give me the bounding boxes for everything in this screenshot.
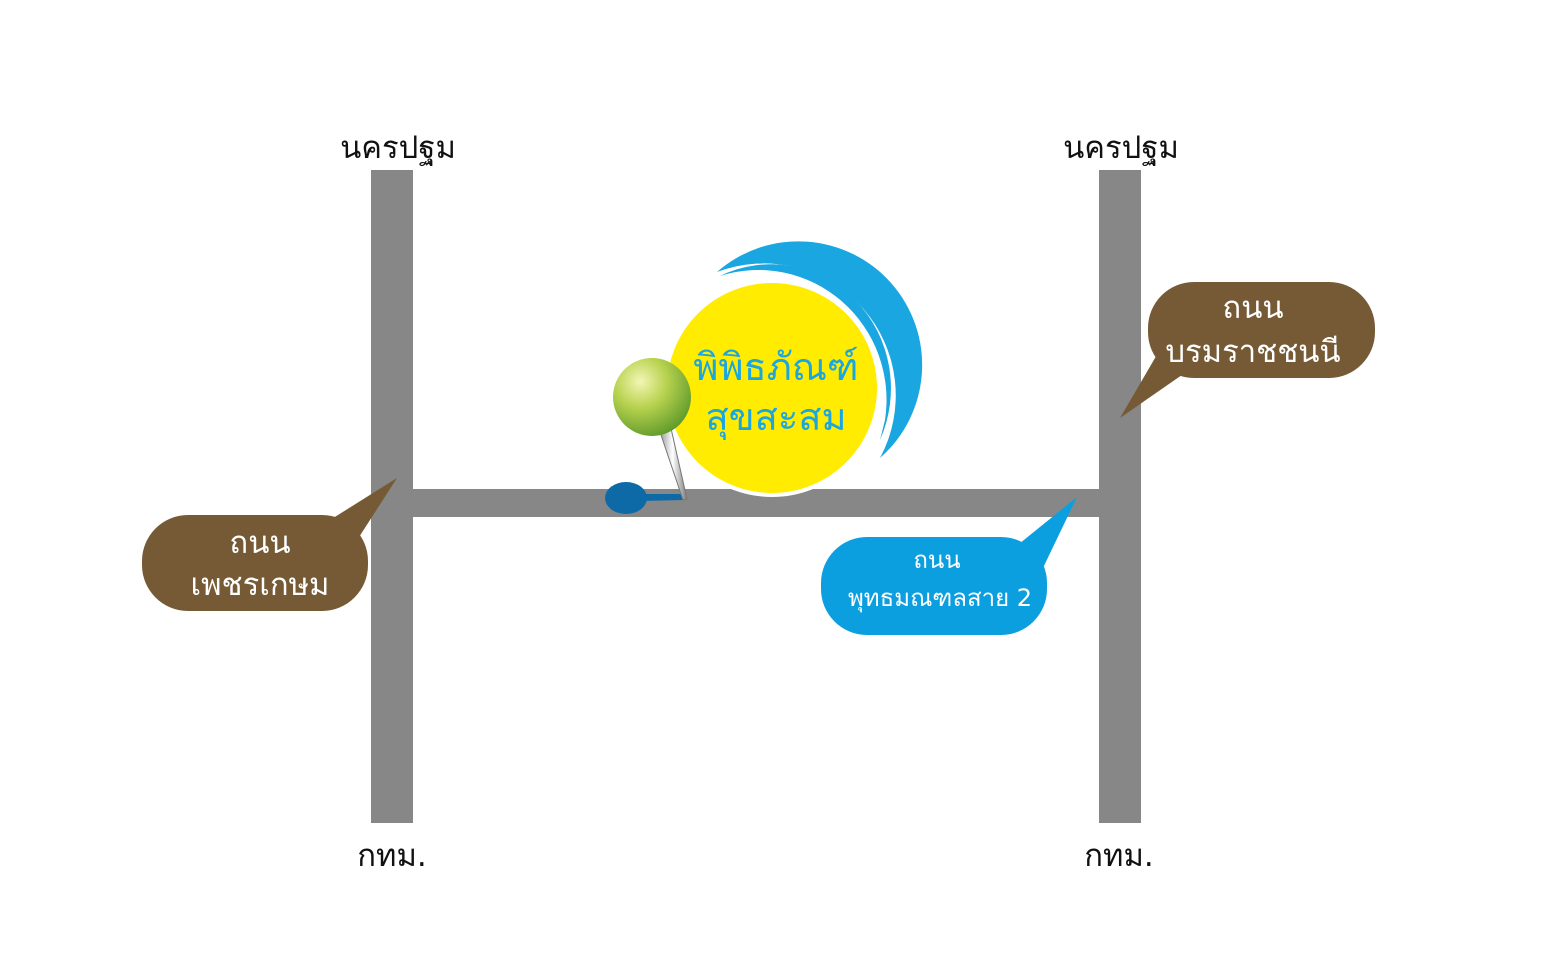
pin-base-shadow [605,482,647,514]
callout-phetkasem-line1: ถนน [229,525,290,561]
callout-borommaratchachonnani-line2: บรมราชชนนี [1165,334,1340,370]
roads [371,170,1141,823]
museum-name-line2: สุขสะสม [705,395,846,440]
callout-borommaratchachonnani-road: ถนน บรมราชชนนี [1120,282,1375,418]
callout-bubble [821,537,1047,635]
callout-borommaratchachonnani-line1: ถนน [1222,290,1283,326]
right-road-top-label: นครปฐม [1063,130,1179,166]
road-right-vertical [1099,170,1141,823]
callout-phetkasem-road: ถนน เพชรเกษม [142,478,397,611]
map-pin-icon [605,358,691,514]
museum-blue-arc [717,241,923,458]
pin-head [613,358,691,436]
left-road-bottom-label: กทม. [357,838,427,874]
pin-base-stem [640,494,684,501]
callout-phutthamonthon-line1: ถนน [913,546,960,574]
museum-marker: พิพิธภัณฑ์ สุขสะสม [663,241,923,497]
museum-name-line1: พิพิธภัณฑ์ [693,345,858,389]
right-road-bottom-label: กทม. [1084,838,1154,874]
callout-phetkasem-line2: เพชรเกษม [191,567,330,603]
left-road-top-label: นครปฐม [340,130,456,166]
callout-phutthamonthon-line2: พุทธมณฑลสาย 2 [848,584,1032,613]
callout-bubble [1148,282,1375,378]
callout-bubble [142,515,368,611]
callout-phutthamonthon-road: ถนน พุทธมณฑลสาย 2 [821,497,1077,635]
